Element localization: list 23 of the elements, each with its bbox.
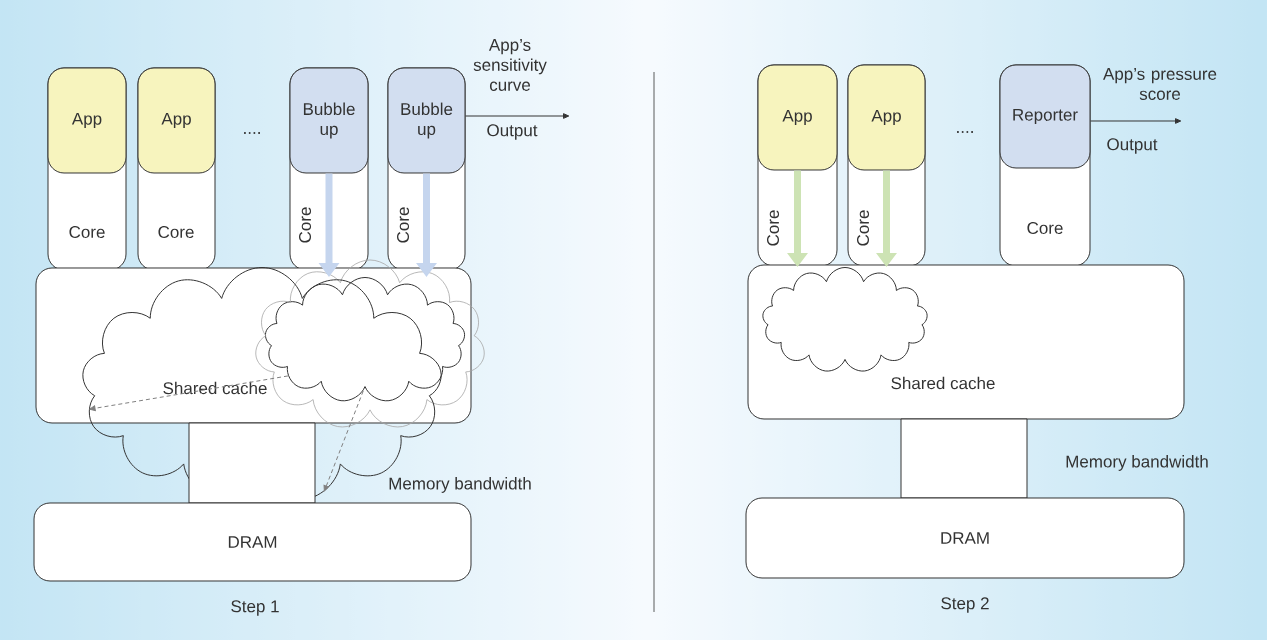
step-caption: Step 2 bbox=[941, 597, 989, 613]
edge-label: Output bbox=[1107, 138, 1158, 154]
output-arrow bbox=[465, 113, 570, 119]
edge-label: Output bbox=[487, 124, 538, 140]
dashed-arrow bbox=[89, 375, 289, 412]
step-caption: Step 1 bbox=[231, 600, 279, 616]
ellipsis: .... bbox=[244, 132, 260, 134]
process-box: Reporter bbox=[999, 64, 1091, 169]
output-caption: App’s sensitivity curve bbox=[473, 39, 547, 91]
bandwidth-label: Memory bandwidth bbox=[389, 477, 531, 493]
process-box: Bubble up bbox=[387, 67, 466, 174]
output-caption: App’s pressure score bbox=[1103, 68, 1217, 100]
cloud-shape bbox=[762, 267, 928, 372]
app-box: App bbox=[137, 67, 216, 174]
process-box: Bubble up bbox=[289, 67, 369, 174]
bandwidth-label: Memory bandwidth bbox=[1066, 455, 1208, 471]
dashed-arrow bbox=[323, 390, 364, 492]
app-box: App bbox=[47, 67, 127, 174]
bandwidth-column bbox=[900, 418, 1028, 499]
ellipsis: .... bbox=[957, 131, 973, 133]
output-arrow bbox=[1090, 118, 1182, 124]
app-box: App bbox=[757, 64, 838, 171]
app-box: App bbox=[847, 64, 926, 171]
